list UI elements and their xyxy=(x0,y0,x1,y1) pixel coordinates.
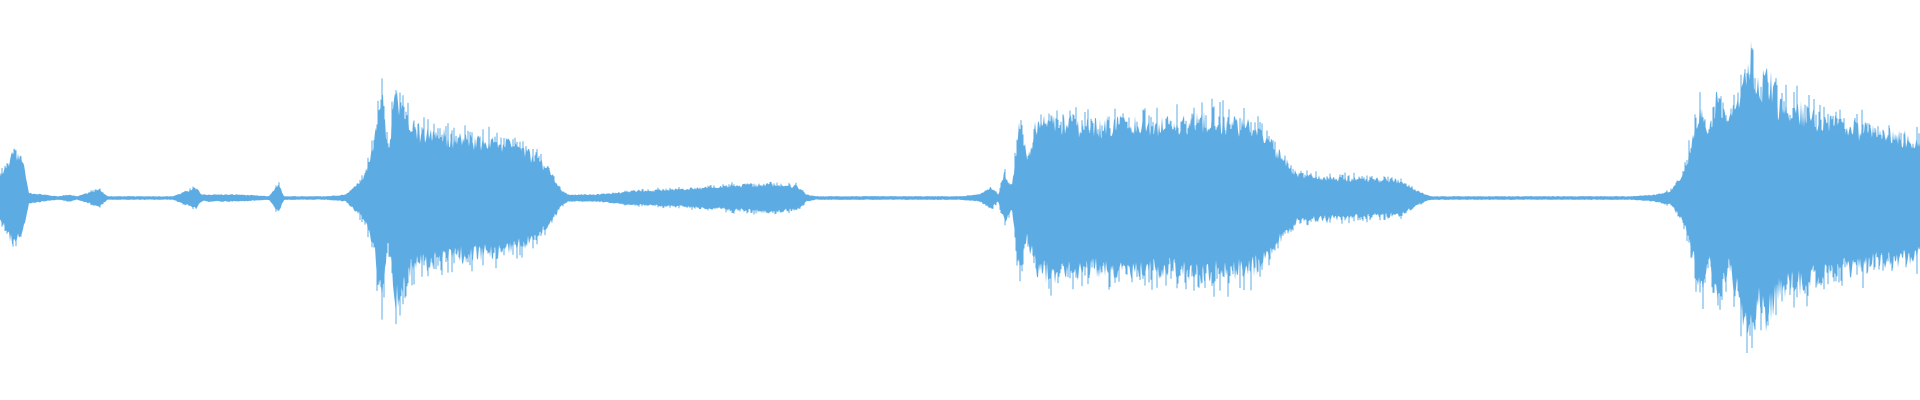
waveform-peak-lines xyxy=(0,48,1920,353)
waveform-amplitude-fill xyxy=(0,40,1920,334)
